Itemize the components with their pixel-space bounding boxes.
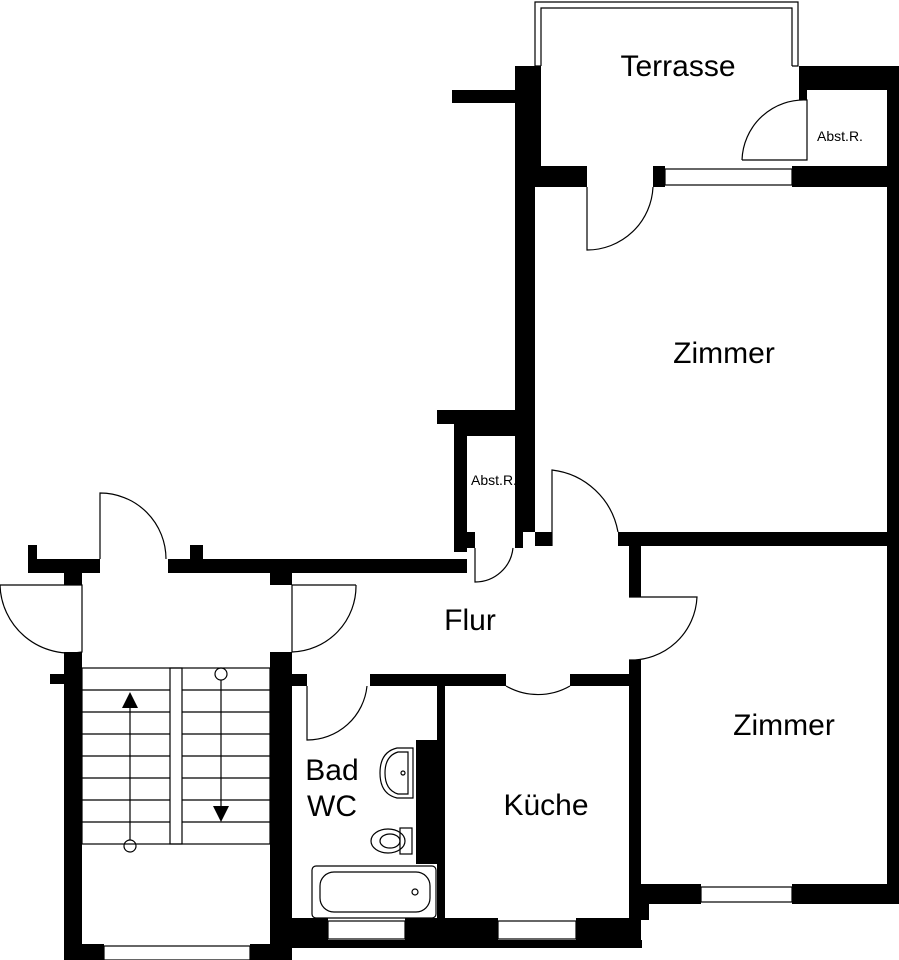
toilet: [370, 827, 413, 855]
label-room-upper: Zimmer: [673, 337, 775, 370]
label-wc: WC: [307, 790, 357, 823]
room-upper-door[interactable]: [551, 469, 619, 546]
kitchen-window: [497, 920, 577, 940]
terrace-door[interactable]: [586, 186, 654, 251]
label-bath: Bad: [305, 754, 358, 787]
staircase-window: [103, 945, 251, 960]
entrance-walls: [28, 545, 467, 585]
stair-down-arrow: [213, 667, 229, 822]
terrace-railing-inner: [540, 7, 793, 66]
bath-window: [327, 920, 406, 940]
label-storage-top: Abst.R.: [817, 128, 863, 144]
room-lower-door[interactable]: [628, 596, 698, 661]
entrance-door[interactable]: [99, 492, 167, 560]
kitchen-door[interactable]: [505, 685, 571, 696]
storage-mid-door[interactable]: [474, 547, 514, 583]
bath-walls: [292, 674, 445, 943]
kitchen-walls: [437, 674, 649, 943]
storage-mid-walls: [437, 410, 523, 552]
storage-door-top[interactable]: [741, 99, 808, 161]
staircase-walls: [50, 652, 642, 960]
bathtub: [311, 865, 437, 919]
stair-doors[interactable]: [0, 584, 357, 654]
label-storage-mid: Abst.R.: [471, 472, 517, 488]
label-kitchen: Küche: [503, 789, 588, 822]
staircase: [81, 667, 271, 853]
label-room-lower: Zimmer: [733, 709, 835, 742]
bath-door[interactable]: [306, 685, 368, 741]
stair-up-arrow: [122, 692, 138, 853]
label-terrace: Terrasse: [620, 50, 735, 83]
sink: [379, 747, 414, 799]
label-hall: Flur: [444, 604, 496, 637]
room-lower-walls: [629, 546, 899, 915]
terrace-window: [664, 168, 793, 186]
room-lower-window: [700, 886, 793, 903]
terrace-walls: [452, 66, 899, 190]
